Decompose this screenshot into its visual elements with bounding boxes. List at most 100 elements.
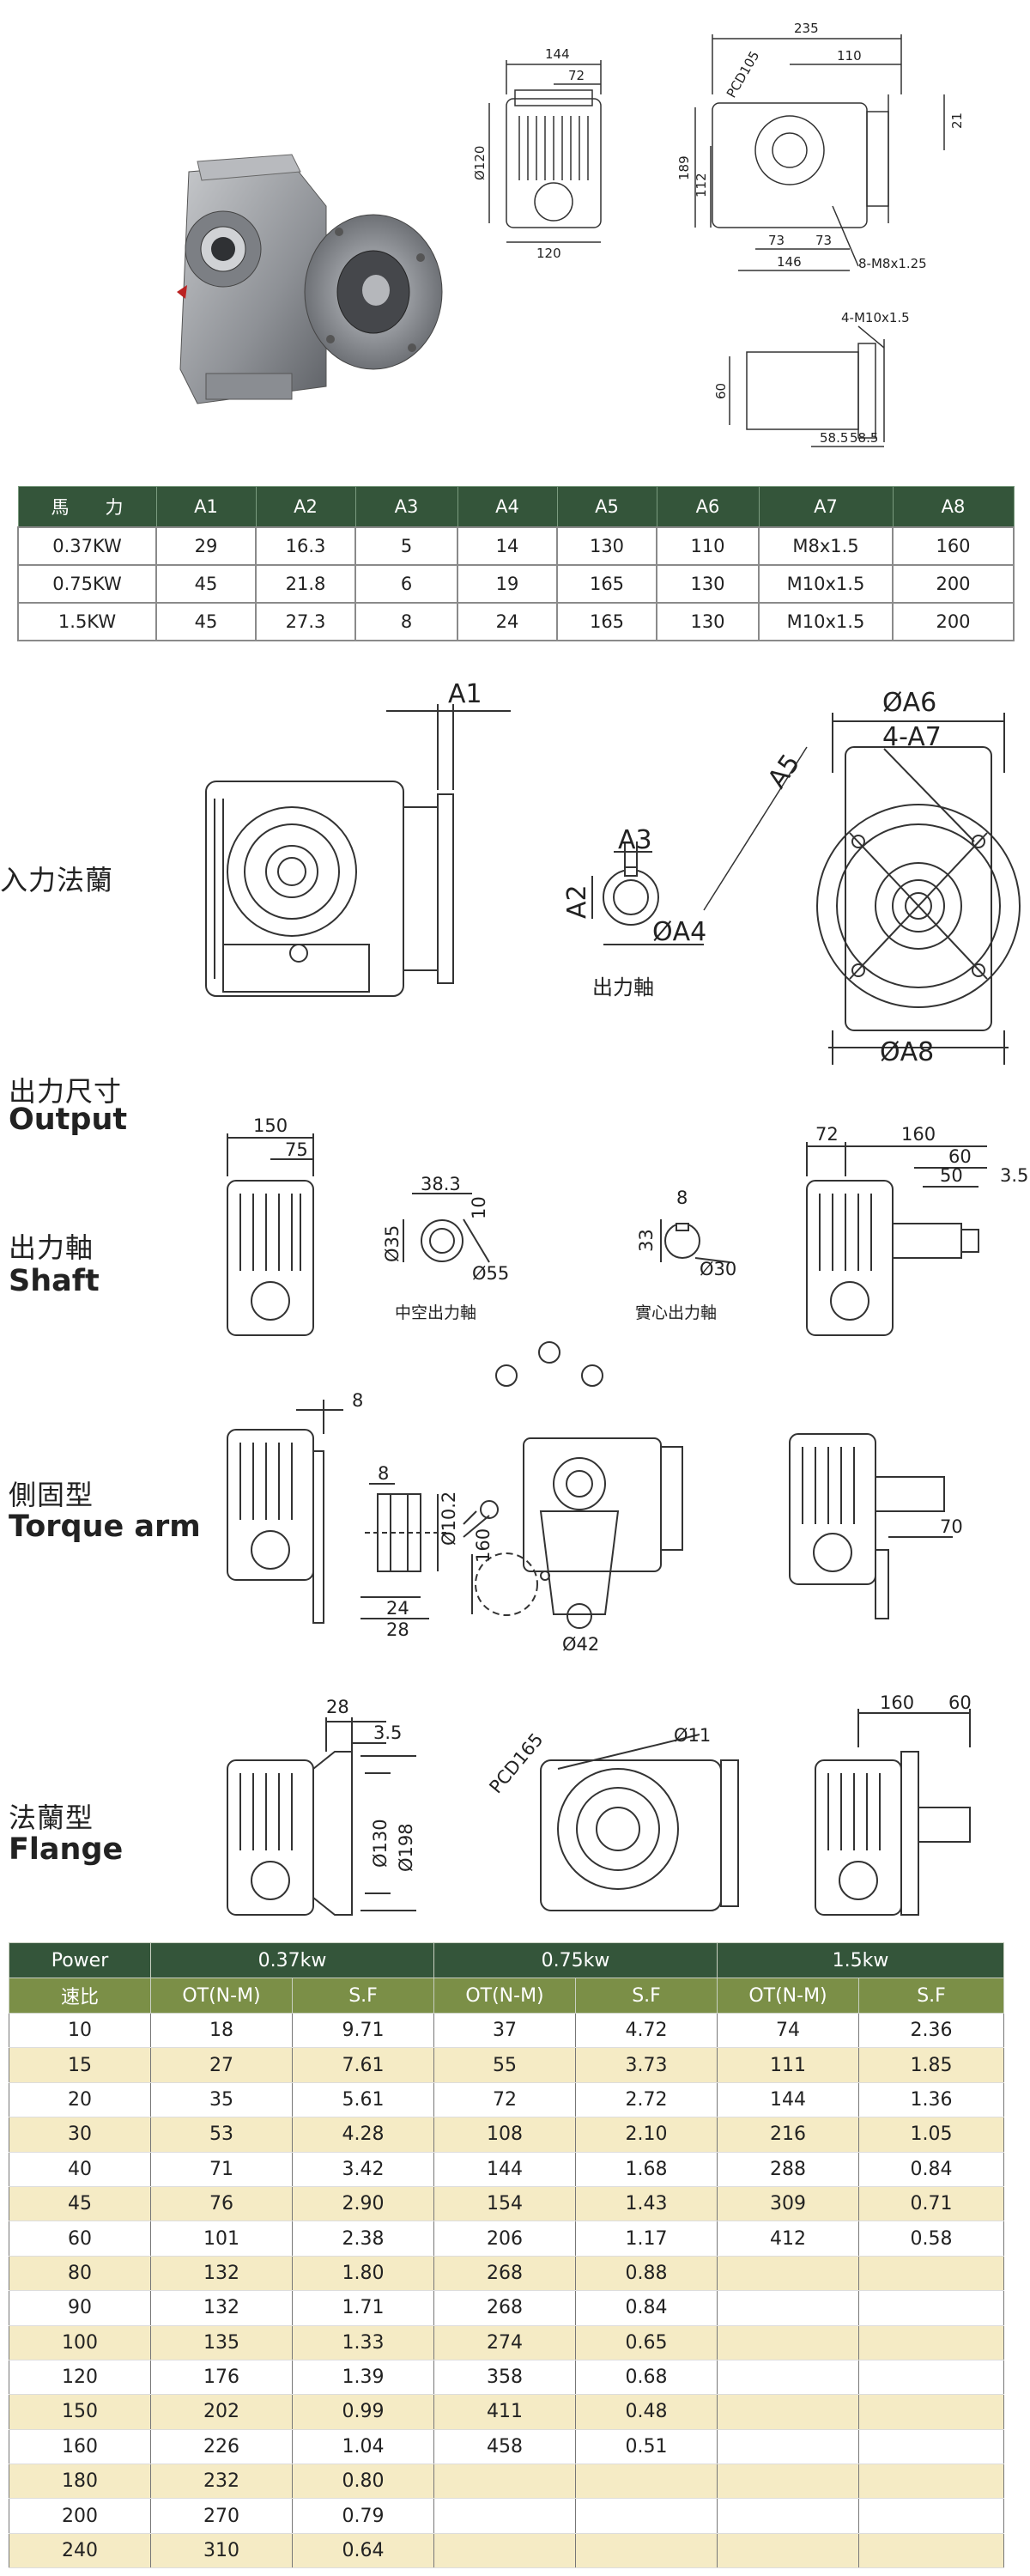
perf-cell	[433, 2533, 576, 2569]
perf-cell-ratio: 150	[9, 2394, 151, 2430]
perf-cell: 1.04	[292, 2429, 434, 2465]
perf-cell: 7.61	[292, 2047, 434, 2083]
perf-cell: 76	[150, 2186, 293, 2222]
spec-cell: 200	[892, 564, 1015, 604]
perf-header-037kw: 0.37kw	[150, 1942, 434, 1978]
perf-cell: 18	[150, 2013, 293, 2049]
dim-a4: ØA4	[652, 917, 706, 947]
dim-8: 8	[676, 1188, 688, 1208]
perf-cell	[858, 2256, 1004, 2292]
spec-cell: 165	[556, 602, 657, 641]
perf-cell	[433, 2464, 576, 2500]
perf-cell: 35	[150, 2082, 293, 2118]
dim-28: 28	[386, 1619, 409, 1640]
dim-73b: 73	[815, 233, 832, 248]
hollow-shaft-caption: 中空出力軸	[395, 1303, 476, 1322]
dim-120-dia: Ø120	[472, 146, 488, 180]
dim-112: 112	[694, 173, 709, 197]
spec-cell: 19	[457, 564, 558, 604]
perf-cell: 3.73	[575, 2047, 718, 2083]
perf-cell	[858, 2429, 1004, 2465]
dim-58-5b: 58.5	[850, 430, 878, 446]
perf-cell	[858, 2325, 1004, 2360]
perf-cell: 0.71	[858, 2186, 1004, 2222]
spec-header-a1: A1	[155, 486, 257, 528]
perf-cell: 458	[433, 2429, 576, 2465]
perf-cell-ratio: 100	[9, 2325, 151, 2360]
dim-8b: 8	[378, 1463, 389, 1484]
flange-label-en: Flange	[9, 1832, 124, 1867]
dim-75: 75	[285, 1139, 308, 1160]
top-dimension-drawings: 144 72 Ø120 120 235 110 PCD105 21 189 11…	[472, 21, 965, 447]
perf-cell	[575, 2464, 718, 2500]
output-label-cn: 出力尺寸	[9, 1075, 123, 1108]
perf-cell: 1.80	[292, 2256, 434, 2292]
perf-cell: 2.10	[575, 2117, 718, 2153]
perf-cell: 101	[150, 2221, 293, 2257]
torque-arm-drawing: 8 8 Ø10.2 24 28 160 Ø42 70	[227, 1341, 963, 1655]
dim-10-2: Ø10.2	[439, 1492, 459, 1546]
perf-cell: 1.17	[575, 2221, 718, 2257]
perf-cell: 2.38	[292, 2221, 434, 2257]
dim-73a: 73	[768, 233, 785, 248]
perf-cell-ratio: 45	[9, 2186, 151, 2222]
dim-72: 72	[815, 1124, 839, 1145]
dim-50: 50	[940, 1165, 963, 1186]
perf-cell	[858, 2464, 1004, 2500]
dim-60: 60	[713, 383, 729, 399]
perf-cell-ratio: 15	[9, 2047, 151, 2083]
dim-8a: 8	[352, 1390, 363, 1411]
dim-189: 189	[676, 155, 692, 180]
perf-cell: 2.72	[575, 2082, 718, 2118]
torque-label-cn: 側固型	[9, 1479, 94, 1511]
perf-cell: 232	[150, 2464, 293, 2500]
perf-cell-ratio: 80	[9, 2256, 151, 2292]
perf-cell: 206	[433, 2221, 576, 2257]
perf-cell: 3.42	[292, 2152, 434, 2187]
dim-146: 146	[777, 254, 802, 270]
dim-30-dia: Ø30	[700, 1259, 736, 1279]
perf-cell	[717, 2464, 859, 2500]
dim-a8: ØA8	[880, 1037, 934, 1067]
perf-cell: 216	[717, 2117, 859, 2153]
shaft-caption: 出力軸	[592, 975, 654, 999]
spec-cell: 45	[155, 564, 257, 604]
perf-cell: 1.36	[858, 2082, 1004, 2118]
gearbox-render	[177, 154, 443, 404]
perf-header-row-2: 速比 OT(N-M) S.F OT(N-M) S.F OT(N-M) S.F	[9, 1978, 1004, 2014]
perf-cell	[717, 2498, 859, 2534]
spec-row: 0.37KW 29 16.3 5 14 130 110 M8x1.5 160	[17, 526, 1015, 566]
torque-label-en: Torque arm	[9, 1510, 201, 1544]
spec-cell: 24	[457, 602, 558, 641]
perf-cell: 411	[433, 2394, 576, 2430]
spec-cell: 5	[354, 526, 458, 566]
dim-120: 120	[536, 246, 561, 261]
input-flange-label: 入力法蘭	[0, 864, 114, 896]
dim-3-5: 3.5	[373, 1722, 402, 1743]
perf-cell	[858, 2498, 1004, 2534]
spec-cell: 0.37KW	[17, 526, 157, 566]
perf-cell: 274	[433, 2325, 576, 2360]
spec-cell: 160	[892, 526, 1015, 566]
perf-header-075kw: 0.75kw	[433, 1942, 718, 1978]
perf-cell: 0.80	[292, 2464, 434, 2500]
perf-cell-ratio: 200	[9, 2498, 151, 2534]
spec-cell: M10x1.5	[758, 564, 894, 604]
perf-cell-ratio: 10	[9, 2013, 151, 2049]
perf-header-row-1: Power 0.37kw 0.75kw 1.5kw	[9, 1942, 1004, 1978]
dim-a3: A3	[618, 825, 652, 855]
perf-cell	[717, 2394, 859, 2430]
perf-cell: 358	[433, 2360, 576, 2396]
perf-cell-ratio: 20	[9, 2082, 151, 2118]
perf-header-ot: OT(N-M)	[717, 1978, 859, 2014]
